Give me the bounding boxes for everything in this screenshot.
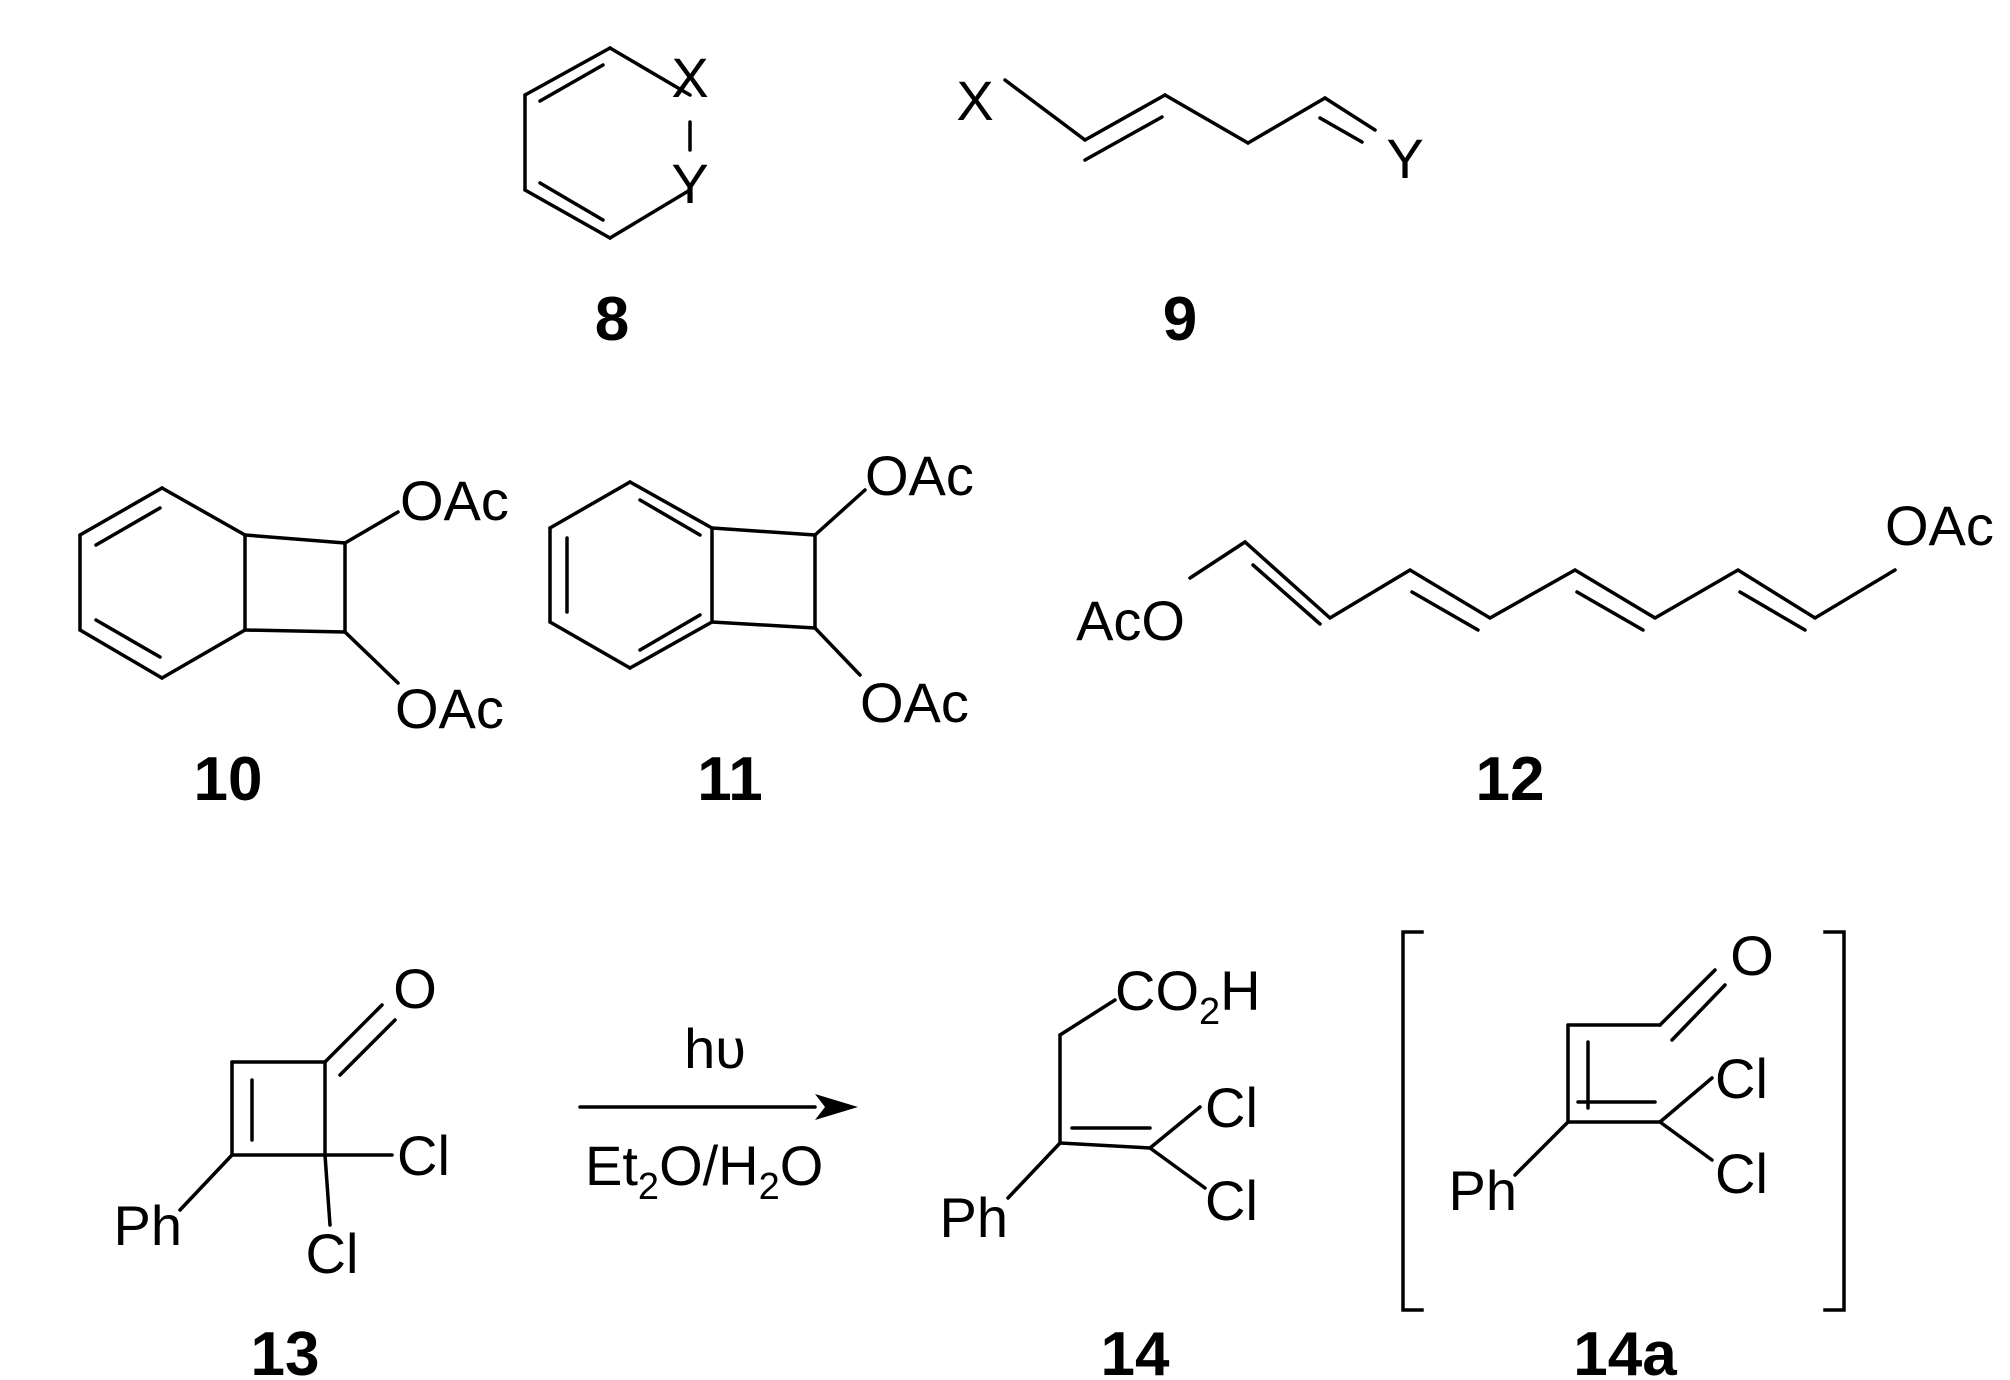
- compound-number: 14a: [1573, 1320, 1677, 1380]
- arrow-head: [815, 1094, 858, 1120]
- atom-cl-bottom: Cl: [306, 1222, 359, 1285]
- compound-number: 12: [1476, 745, 1545, 814]
- compound-10-bonds: [78, 486, 400, 685]
- compound-number: 9: [1163, 285, 1197, 354]
- compound-9-bonds: [1003, 78, 1377, 162]
- compound-14a: O Cl Cl Ph 14a: [1401, 924, 1846, 1380]
- condition-light: hυ: [684, 1017, 746, 1080]
- compound-13: O Cl Cl Ph 13: [114, 957, 450, 1380]
- atom-o: O: [1730, 924, 1774, 987]
- compound-14-bonds: [1006, 998, 1207, 1200]
- co2h-main: CO: [1115, 959, 1199, 1022]
- compound-number: 10: [194, 745, 263, 814]
- compound-number: 11: [697, 745, 763, 814]
- compound-12: AcO OAc 12: [1076, 494, 1994, 814]
- compound-14a-bonds: [1513, 968, 1727, 1177]
- atom-oac-top: OAc: [865, 444, 974, 507]
- solvent-sub-2: 2: [759, 1166, 780, 1208]
- solvent-part-b: O/H: [659, 1134, 759, 1197]
- compound-8: X Y 8: [523, 46, 709, 354]
- atom-x: X: [956, 69, 993, 132]
- reaction-arrow: hυ Et2O/H2O: [578, 1017, 858, 1208]
- atom-oac-top: OAc: [400, 469, 509, 532]
- compound-number: 8: [595, 285, 629, 354]
- atom-co2h: CO2H: [1115, 959, 1261, 1033]
- atom-o: O: [393, 957, 437, 1020]
- atom-ph: Ph: [940, 1186, 1009, 1249]
- atom-cl-top: Cl: [1205, 1076, 1258, 1139]
- atom-y: Y: [671, 152, 708, 215]
- compound-11-bonds: [548, 480, 867, 677]
- compound-10: OAc OAc 10: [78, 469, 509, 814]
- bracket-right: [1823, 930, 1846, 1312]
- compound-11: OAc OAc 11: [548, 444, 974, 814]
- compound-9: X Y 9: [956, 69, 1423, 354]
- compound-number: 13: [251, 1320, 320, 1380]
- compound-14: CO2H Cl Cl Ph 14: [940, 959, 1261, 1380]
- atom-x: X: [671, 46, 708, 109]
- atom-oac-right: OAc: [1885, 494, 1994, 557]
- compound-13-bonds: [178, 1003, 397, 1227]
- atom-acO-left: AcO: [1076, 589, 1185, 652]
- atom-y: Y: [1386, 127, 1423, 190]
- solvent-part-a: Et: [585, 1134, 638, 1197]
- atom-cl-bottom: Cl: [1205, 1169, 1258, 1232]
- solvent-sub-1: 2: [638, 1166, 659, 1208]
- atom-cl-bottom: Cl: [1715, 1142, 1768, 1205]
- bracket-left: [1401, 930, 1424, 1312]
- condition-solvent: Et2O/H2O: [585, 1134, 823, 1208]
- atom-oac-bottom: OAc: [395, 677, 504, 740]
- atom-cl-top: Cl: [1715, 1047, 1768, 1110]
- solvent-part-c: O: [780, 1134, 824, 1197]
- compound-8-bonds: [523, 46, 692, 240]
- atom-oac-bottom: OAc: [860, 671, 969, 734]
- co2h-sub: 2: [1199, 991, 1220, 1033]
- atom-ph: Ph: [1449, 1159, 1518, 1222]
- atom-ph: Ph: [114, 1194, 183, 1257]
- co2h-end: H: [1220, 959, 1260, 1022]
- atom-cl-right: Cl: [397, 1124, 450, 1187]
- compound-12-bonds: [1188, 539, 1897, 632]
- compound-number: 14: [1101, 1320, 1170, 1380]
